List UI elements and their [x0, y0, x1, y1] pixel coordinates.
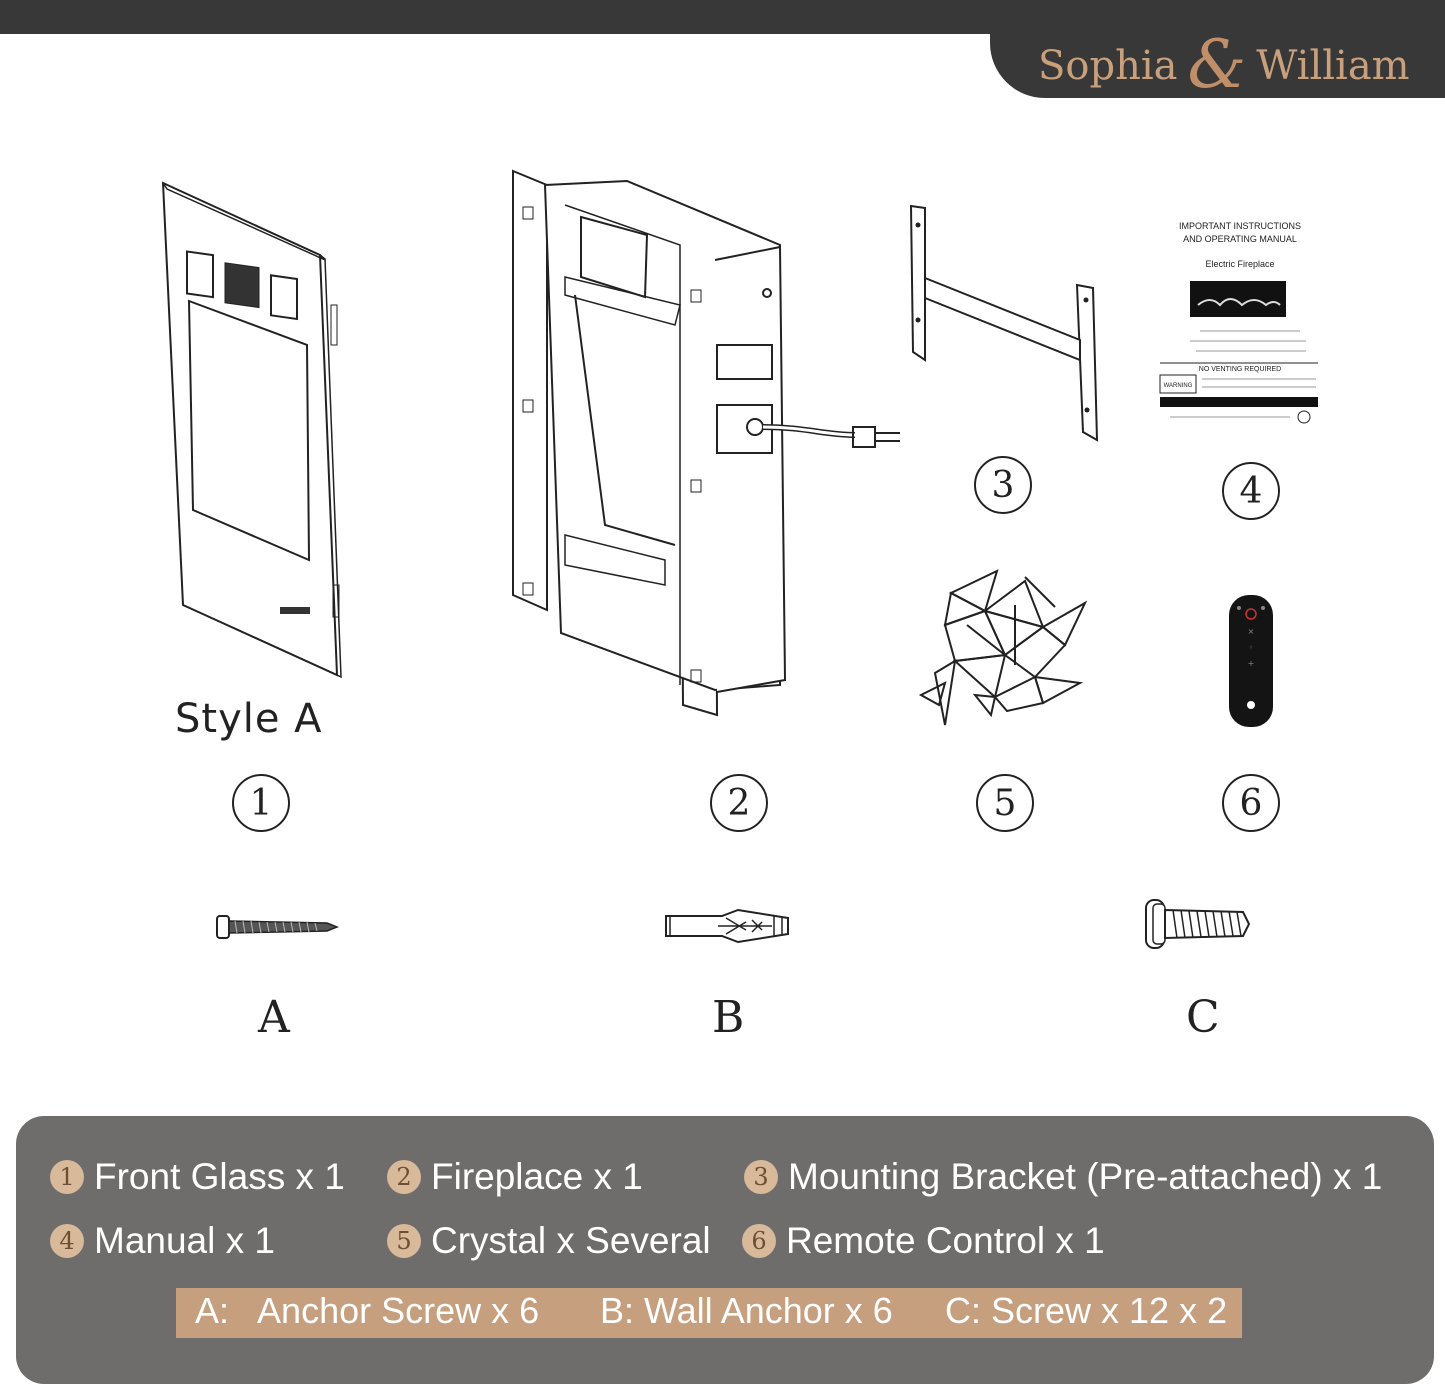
legend-marker-2: 2 [387, 1160, 421, 1194]
svg-text:◦: ◦ [1249, 643, 1254, 652]
legend-marker-6: 6 [742, 1224, 776, 1258]
crystals-illustration [918, 569, 1088, 726]
parts-legend-panel [16, 1116, 1434, 1384]
svg-text:×: × [1248, 627, 1255, 636]
legend-marker-5: 5 [387, 1224, 421, 1258]
brand-amp: & [1187, 26, 1247, 103]
legend-item-remote: 6 Remote Control x 1 [742, 1220, 1105, 1262]
label-b: B [712, 992, 745, 1043]
brand-logo: Sophia&William [1038, 26, 1410, 103]
marker-3: 3 [974, 456, 1032, 514]
svg-text:+: + [1248, 659, 1255, 668]
fireplace-illustration [512, 169, 900, 717]
anchor-screw-illustration [216, 915, 340, 939]
legend-marker-3: 3 [744, 1160, 778, 1194]
manual-warning: WARNING [1164, 383, 1193, 389]
manual-subtitle: Electric Fireplace [1205, 259, 1274, 269]
hardware-bar [176, 1288, 1242, 1338]
marker-2: 2 [710, 774, 768, 832]
brand-left: Sophia [1038, 43, 1178, 89]
marker-2-text: 2 [727, 783, 751, 824]
legend-marker-1: 1 [50, 1160, 84, 1194]
mounting-bracket-illustration [909, 204, 1099, 442]
hardware-wall-anchor: B: Wall Anchor x 6 [600, 1290, 893, 1331]
legend-text-3: Mounting Bracket (Pre-attached) x 1 [788, 1156, 1383, 1197]
marker-3-text: 3 [991, 465, 1015, 506]
marker-4: 4 [1222, 462, 1280, 520]
wall-anchor-illustration [665, 908, 789, 944]
legend-item-mounting-bracket: 3 Mounting Bracket (Pre-attached) x 1 [744, 1156, 1382, 1198]
marker-1: 1 [232, 774, 290, 832]
marker-4-text: 4 [1239, 471, 1263, 512]
legend-text-4: Manual x 1 [94, 1220, 275, 1261]
marker-6: 6 [1222, 774, 1280, 832]
legend-text-2: Fireplace x 1 [431, 1156, 643, 1197]
label-a: A [258, 992, 290, 1043]
screw-illustration [1145, 899, 1251, 949]
legend-item-front-glass: 1 Front Glass x 1 [50, 1156, 345, 1198]
legend-item-fireplace: 2 Fireplace x 1 [387, 1156, 643, 1198]
legend-text-1: Front Glass x 1 [94, 1156, 345, 1197]
legend-item-crystal: 5 Crystal x Several [387, 1220, 711, 1262]
remote-control-illustration: × ◦ + [1229, 595, 1273, 727]
marker-1-text: 1 [249, 783, 273, 824]
manual-title-2: AND OPERATING MANUAL [1183, 234, 1297, 244]
brand-right: William [1256, 43, 1410, 89]
legend-item-manual: 4 Manual x 1 [50, 1220, 275, 1262]
style-label: Style A [175, 696, 323, 742]
legend-text-5: Crystal x Several [431, 1220, 711, 1261]
marker-5: 5 [976, 774, 1034, 832]
marker-5-text: 5 [993, 783, 1017, 824]
front-glass-illustration [161, 181, 342, 679]
marker-6-text: 6 [1239, 783, 1263, 824]
manual-notice: NO VENTING REQUIRED [1199, 366, 1281, 373]
legend-text-6: Remote Control x 1 [786, 1220, 1105, 1261]
label-c: C [1186, 992, 1220, 1043]
hardware-screw: C: Screw x 12 x 2 [945, 1290, 1228, 1331]
legend-marker-4: 4 [50, 1224, 84, 1258]
brand-tab [990, 0, 1445, 98]
hardware-anchor-screw: A: Anchor Screw x 6 [195, 1290, 540, 1331]
manual-illustration: IMPORTANT INSTRUCTIONS AND OPERATING MAN… [1159, 221, 1318, 424]
manual-title-1: IMPORTANT INSTRUCTIONS [1179, 221, 1301, 231]
